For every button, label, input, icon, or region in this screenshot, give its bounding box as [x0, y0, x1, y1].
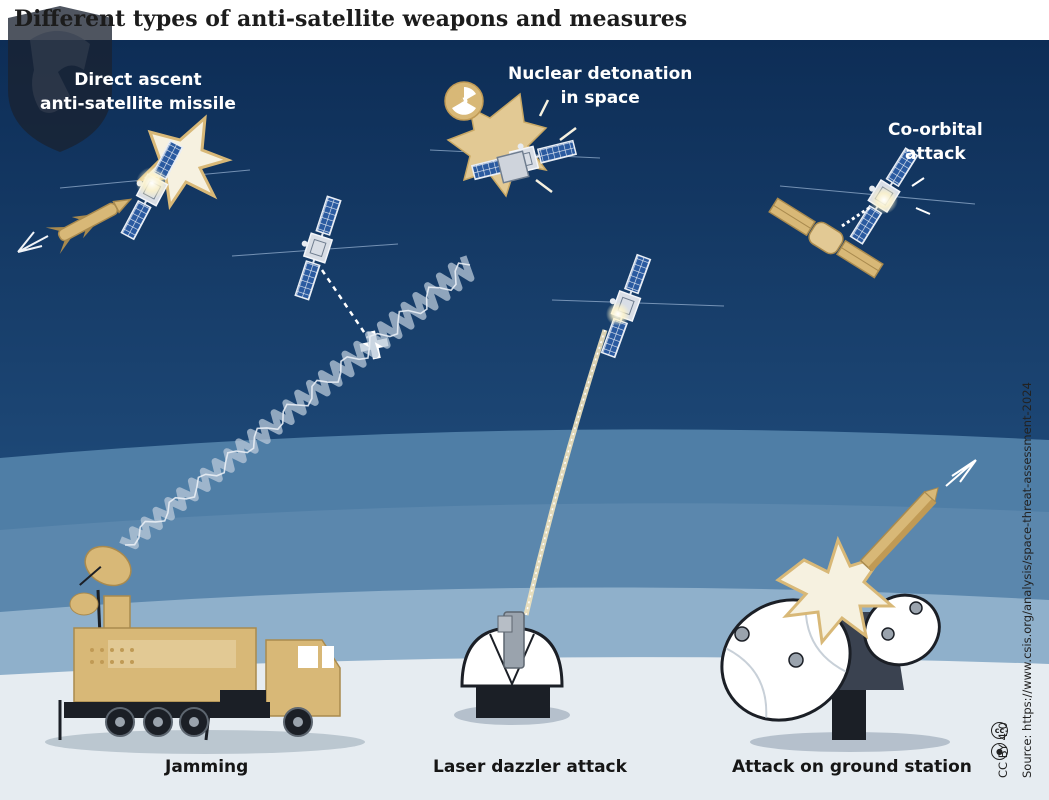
license-text: CC BY 4.0	[996, 722, 1010, 778]
jamming-truck	[45, 545, 365, 754]
label-direct-ascent: Direct ascent anti-satellite missile	[40, 68, 236, 116]
license-icons: cc ●	[991, 722, 1011, 764]
label-co-orbital-line1: Co-orbital	[888, 120, 983, 140]
page-title: Different types of anti-satellite weapon…	[14, 6, 688, 32]
label-direct-ascent-line1: Direct ascent	[74, 70, 202, 90]
laser-beam	[523, 329, 608, 616]
label-co-orbital: Co-orbital attack	[888, 118, 983, 166]
label-co-orbital-line2: attack	[905, 144, 966, 164]
co-orbital-scene	[768, 141, 976, 279]
ground-station	[720, 459, 977, 752]
label-nuclear-line1: Nuclear detonation	[508, 64, 693, 84]
laser-station	[454, 611, 570, 725]
logo-watermark	[8, 6, 112, 152]
nuclear-scene	[429, 81, 601, 198]
jamming-waves	[119, 255, 475, 550]
label-laser: Laser dazzler attack	[433, 757, 627, 777]
label-nuclear-line2: in space	[560, 88, 640, 108]
label-nuclear: Nuclear detonation in space	[508, 62, 692, 110]
attribution-icon: ●	[991, 743, 1008, 760]
label-ground-station: Attack on ground station	[732, 757, 972, 777]
radiation-icon	[444, 81, 484, 121]
laser-satellite	[551, 250, 725, 360]
creative-commons-icon: cc	[991, 722, 1008, 739]
source-text[interactable]: Source: https://www.csis.org/analysis/sp…	[1020, 382, 1034, 778]
label-direct-ascent-line2: anti-satellite missile	[40, 94, 236, 114]
label-jamming: Jamming	[165, 757, 249, 777]
direct-ascent-scene	[17, 114, 251, 255]
